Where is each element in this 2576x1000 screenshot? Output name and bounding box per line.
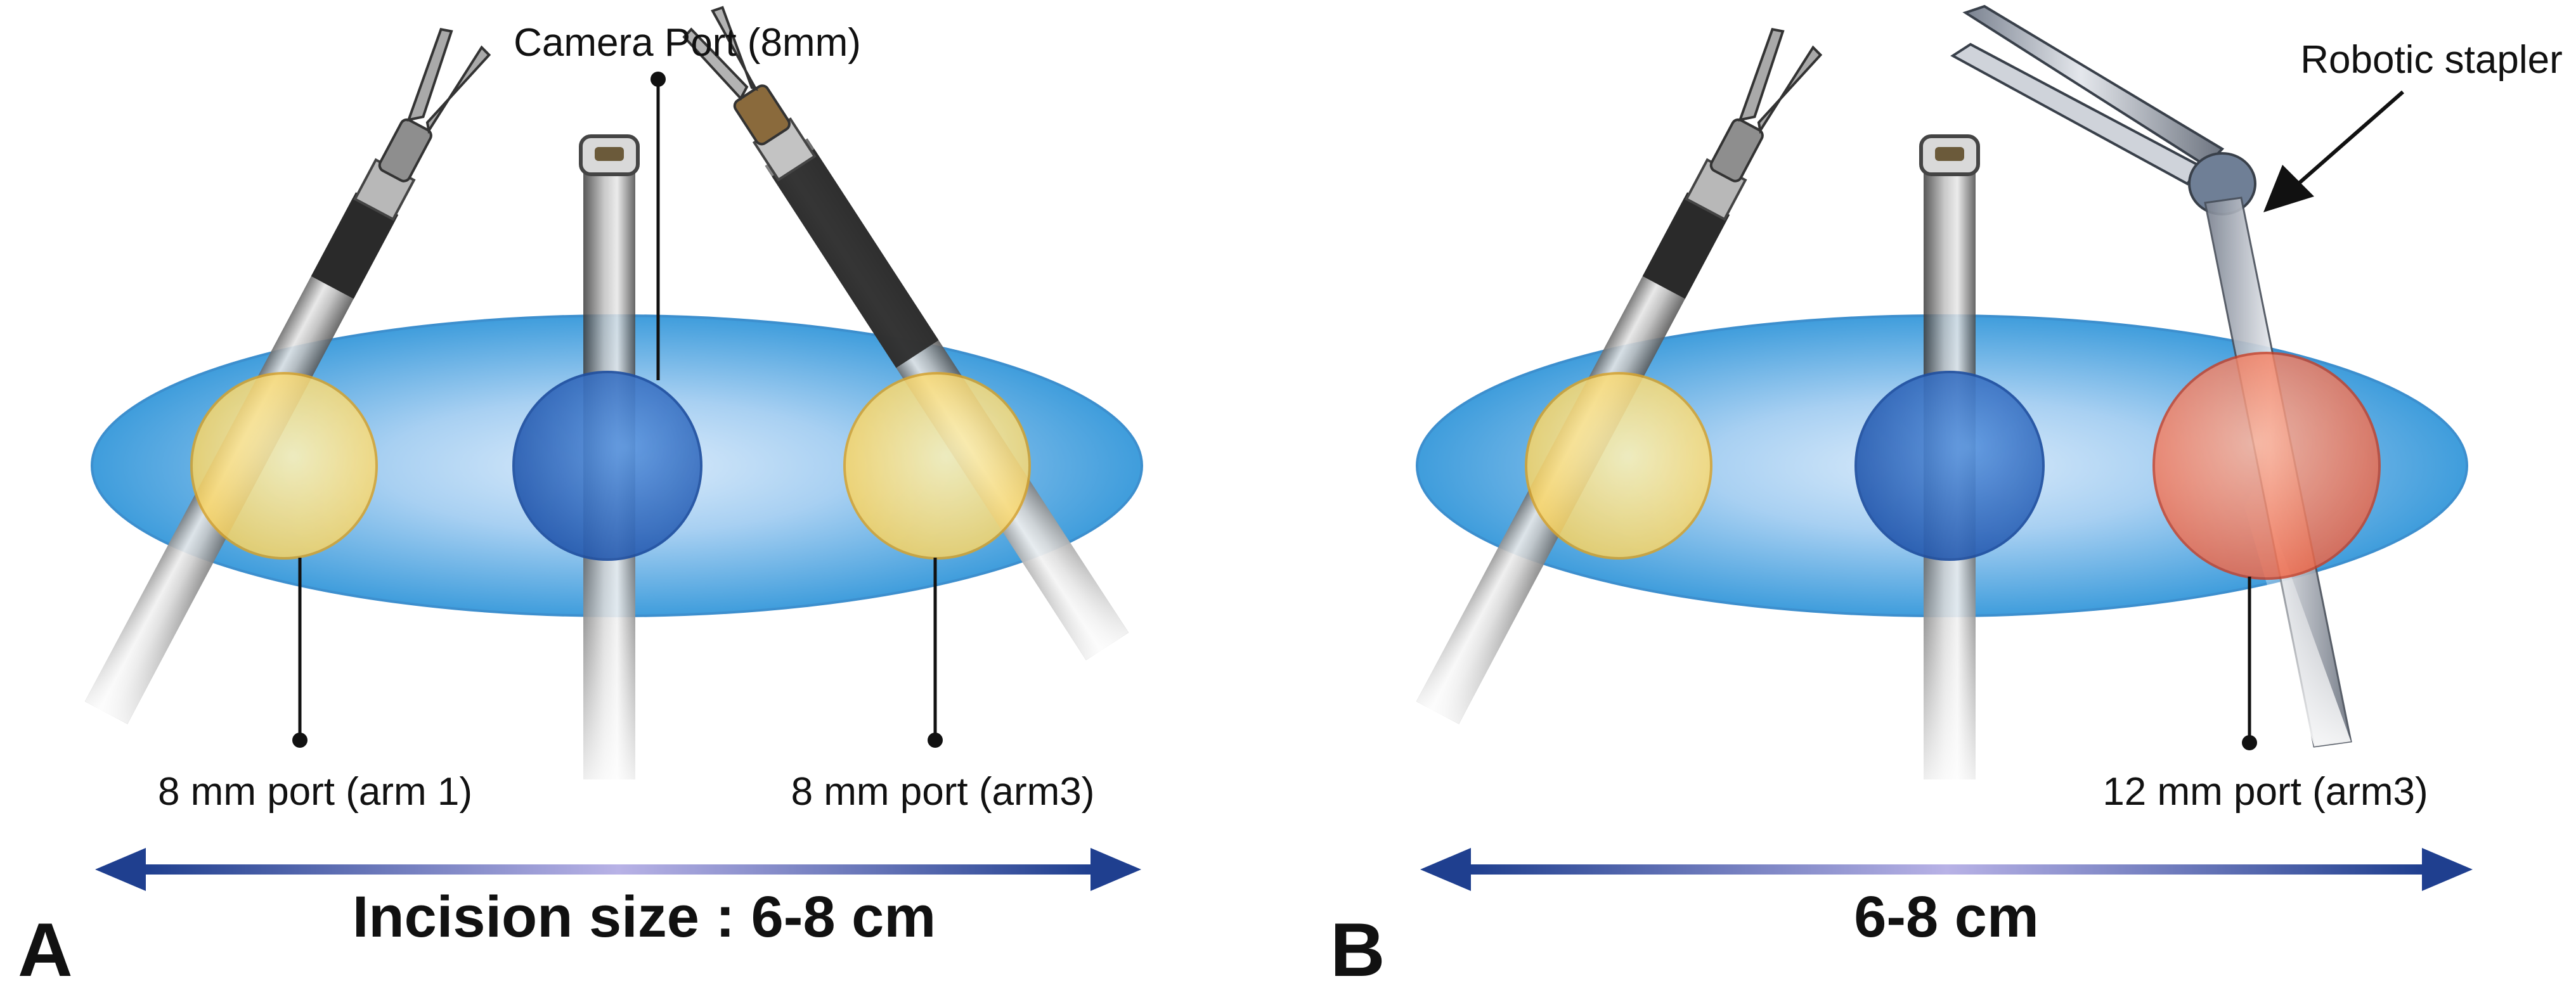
left-port-label: 8 mm port (arm 1) [158, 770, 472, 814]
camera-port [512, 371, 702, 561]
left-8mm-port [190, 372, 378, 560]
right-port-dot [928, 733, 943, 748]
panel-a: Camera Port (8mm) 8 mm port (arm 1) 8 mm… [18, 6, 1143, 992]
stapler-label: Robotic stapler [2300, 38, 2563, 82]
stapler-callout-arrowhead [2263, 165, 2314, 212]
right-port-label: 8 mm port (arm3) [791, 770, 1095, 814]
stapler-callout-line [2297, 90, 2404, 186]
right-port-dot-b [2242, 735, 2257, 750]
incision-size-arrow-b [1420, 848, 2473, 891]
panel-a-letter: A [18, 907, 73, 992]
incision-size-label-b: 6-8 cm [1854, 885, 2039, 949]
panel-b-letter: B [1330, 907, 1385, 992]
left-port-dot [292, 733, 307, 748]
incision-size-label-a: Incision size : 6-8 cm [353, 885, 936, 949]
camera-port-label: Camera Port (8mm) [514, 21, 861, 65]
panel-b: 12 mm port (arm3) Robotic stapler 6-8 cm… [1330, 4, 2563, 992]
right-port-label-b: 12 mm port (arm3) [2102, 770, 2428, 814]
left-8mm-port-b [1525, 372, 1712, 560]
right-12mm-port [2152, 352, 2381, 580]
incision-size-arrow-a [95, 848, 1141, 891]
leader-lines-a [298, 79, 937, 740]
camera-port-dot [650, 72, 666, 87]
right-8mm-port [843, 372, 1031, 560]
camera-port-b [1854, 371, 2045, 561]
